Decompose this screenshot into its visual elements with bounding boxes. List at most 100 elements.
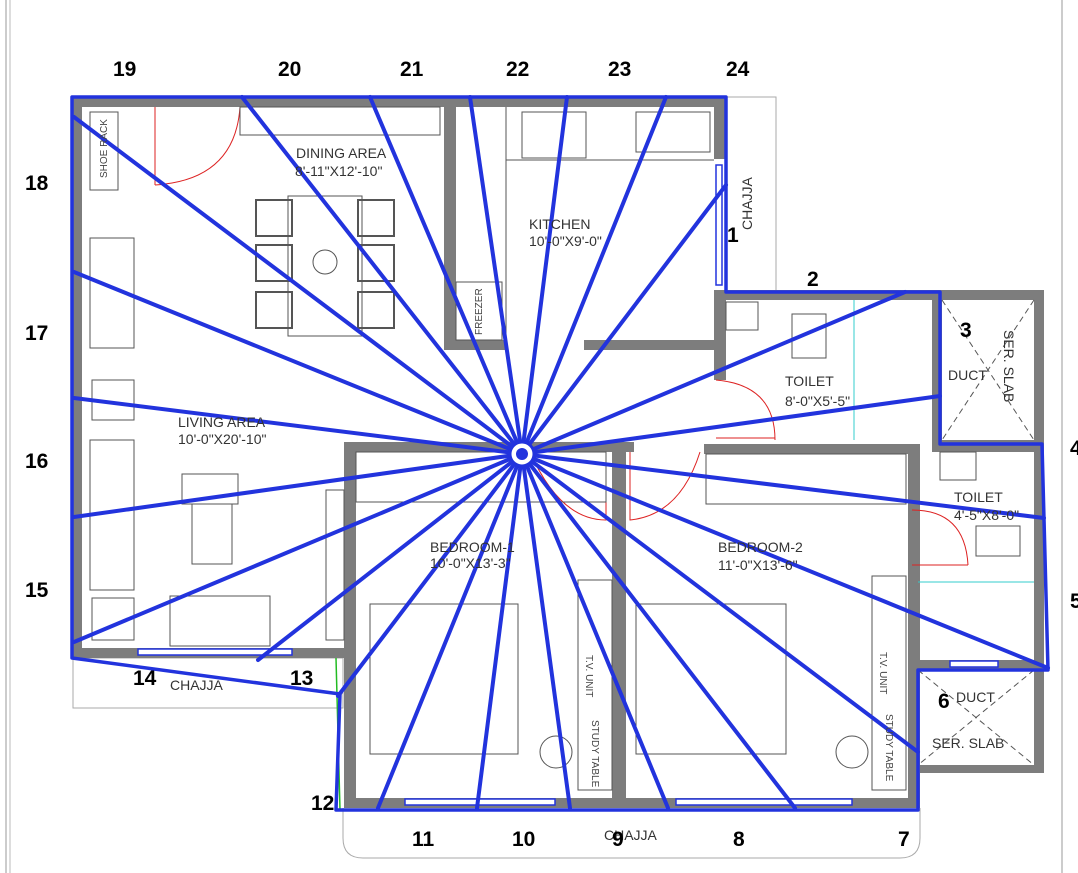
ray-line-13 — [256, 452, 524, 662]
wall-kitchen-right-2 — [714, 290, 726, 380]
ray-line-11 — [376, 452, 524, 810]
tv-unit-1-label: T.V. UNIT — [583, 655, 594, 697]
bed2-name: BEDROOM-2 — [718, 539, 803, 555]
direction-number-13: 13 — [290, 667, 313, 690]
duct-top-label: DUCT — [948, 367, 987, 383]
direction-number-23: 23 — [608, 58, 631, 81]
living-name: LIVING AREA — [178, 414, 266, 430]
window-bed2 — [675, 798, 853, 806]
toilet2-wc — [975, 525, 1021, 557]
chair-bed2 — [835, 735, 869, 769]
direction-number-19: 19 — [113, 58, 136, 81]
dining-name: DINING AREA — [296, 145, 387, 161]
wall-duct-bottom — [932, 440, 1044, 452]
direction-number-7: 7 — [898, 828, 910, 851]
ray-line-16 — [72, 396, 524, 456]
furniture — [89, 106, 1035, 791]
duct-bottom-cross — [917, 669, 1035, 766]
direction-number-8: 8 — [733, 828, 745, 851]
direction-number-3: 3 — [960, 319, 972, 342]
ray-line-6 — [520, 452, 920, 754]
direction-number-21: 21 — [400, 58, 424, 81]
wall-dining-kitchen — [444, 107, 456, 347]
entry-door — [154, 106, 241, 186]
ray-line-8 — [520, 452, 670, 810]
chair-r2 — [357, 244, 395, 282]
wall-bed-bottom — [344, 798, 920, 808]
chajja-right-label: CHAJJA — [739, 176, 755, 230]
wall-bed-top — [344, 442, 634, 452]
direction-number-2: 2 — [807, 268, 819, 291]
chair-r1 — [357, 199, 395, 237]
chair-bed1 — [539, 735, 573, 769]
chair-l2 — [255, 244, 293, 282]
ray-line-1 — [520, 183, 728, 456]
chajja-bottom-label: CHAJJA — [604, 827, 658, 843]
toilet1-name: TOILET — [785, 373, 834, 389]
direction-number-9: 9 — [612, 828, 624, 851]
kitchen-stove — [521, 111, 587, 159]
wall-top-left — [72, 97, 726, 107]
bed1-size: 10'-0"X13'-3" — [430, 555, 511, 571]
ray-line-20 — [368, 95, 524, 456]
coffee-table-2 — [191, 503, 233, 565]
ray-line-3 — [520, 394, 942, 456]
windows — [137, 164, 999, 806]
wall-duct2-bottom — [918, 765, 1044, 773]
ray-line-23 — [520, 95, 668, 456]
ray-line-9 — [520, 452, 572, 810]
direction-number-10: 10 — [512, 828, 535, 851]
direction-number-5: 5 — [1070, 590, 1078, 613]
dining-plant-icon — [312, 249, 338, 275]
ray-line-17 — [72, 270, 524, 456]
centre-marker-inner — [516, 448, 528, 460]
ser-slab-bottom-label: SER. SLAB — [932, 735, 1004, 751]
direction-number-1: 1 — [727, 224, 739, 247]
kitchen-counter — [505, 107, 714, 340]
ray-line-2 — [520, 290, 907, 456]
wall-bed-top-2 — [704, 444, 918, 454]
ray-line-4 — [520, 452, 1046, 520]
window-living — [137, 648, 293, 656]
ray-line-5 — [520, 452, 1050, 670]
toilet2-basin — [939, 451, 977, 481]
direction-number-18: 18 — [25, 172, 49, 195]
tv-unit-2-label: T.V. UNIT — [877, 652, 888, 694]
direction-number-4: 4 — [1070, 437, 1078, 460]
ray-line-22 — [520, 95, 569, 456]
ray-line-10 — [475, 452, 524, 810]
chair-l1 — [255, 199, 293, 237]
toilet1-basin — [725, 301, 759, 331]
ray-line-14 — [72, 452, 524, 644]
wall-left — [72, 97, 82, 657]
ray-line-15 — [72, 452, 524, 519]
ray-line-21 — [468, 95, 524, 456]
wall-toilet1-top — [714, 290, 1044, 300]
armchair-2 — [91, 597, 135, 641]
study-table-2-label: STUDY TABLE — [883, 714, 894, 782]
chajja-outline-bottom — [342, 808, 921, 859]
ser-slab-top-label: SER. SLAB — [1001, 330, 1017, 402]
living-side-cabinet — [325, 489, 345, 641]
wall-kitchen-right — [714, 97, 726, 159]
wall-bed-left — [344, 442, 356, 802]
toilet2-name: TOILET — [954, 489, 1003, 505]
direction-number-14: 14 — [133, 667, 157, 690]
chair-l3 — [255, 291, 293, 329]
bed1 — [369, 603, 519, 755]
dining-size: 8'-11"X12'-10" — [295, 163, 382, 179]
window-kitchen — [715, 164, 723, 286]
window-toilet2 — [949, 660, 999, 668]
kitchen-size: 10'-0"X9'-0" — [529, 233, 602, 249]
ray-line-12 — [336, 452, 524, 698]
bed1-name: BEDROOM-1 — [430, 539, 515, 555]
ray-line-19 — [240, 95, 524, 456]
radiating-rays — [72, 95, 1050, 810]
duct-top-cross — [941, 299, 1035, 441]
direction-number-24: 24 — [726, 58, 750, 81]
toilet1-wc — [791, 313, 827, 359]
study-table-1-label: STUDY TABLE — [589, 720, 600, 788]
ray-line-7 — [520, 452, 797, 810]
ray-line-18 — [72, 115, 524, 456]
